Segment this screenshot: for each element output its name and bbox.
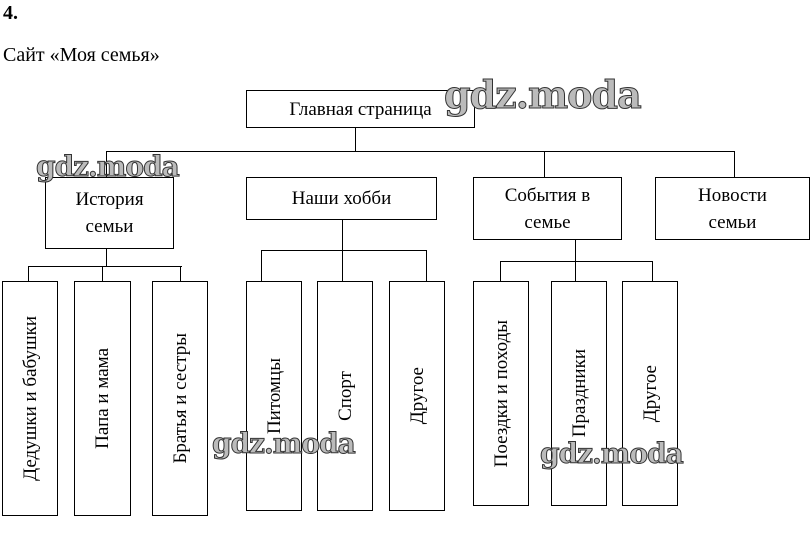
connector bbox=[342, 219, 343, 250]
connector bbox=[652, 261, 653, 281]
node-label: Папа и мама bbox=[92, 348, 113, 449]
connector bbox=[261, 250, 426, 251]
connector bbox=[180, 266, 181, 281]
node-label: Спорт bbox=[334, 371, 356, 421]
node-label: Братья и сестры bbox=[169, 333, 191, 464]
diagram-title: Сайт «Моя семья» bbox=[3, 44, 160, 66]
connector bbox=[102, 266, 103, 281]
connector bbox=[342, 250, 343, 281]
node-hobbies: Наши хобби bbox=[246, 177, 437, 220]
node-label: Праздники bbox=[568, 349, 590, 438]
watermark: gdz.moda bbox=[444, 72, 643, 118]
node-events-other: Другое bbox=[622, 281, 678, 506]
node-siblings: Братья и сестры bbox=[152, 281, 208, 516]
node-root: Главная страница bbox=[246, 90, 475, 128]
node-hobby-other: Другое bbox=[389, 281, 445, 511]
node-sport: Спорт bbox=[317, 281, 373, 511]
node-label: Поездки и походы bbox=[490, 319, 512, 468]
connector bbox=[28, 266, 29, 281]
watermark: gdz.moda bbox=[36, 150, 181, 184]
connector bbox=[106, 151, 734, 152]
connector bbox=[28, 266, 182, 267]
watermark: gdz.moda bbox=[212, 427, 357, 461]
connector bbox=[355, 127, 356, 151]
connector bbox=[261, 250, 262, 281]
node-label: Другое bbox=[639, 364, 661, 423]
node-grandparents: Дедушки и бабушки bbox=[2, 281, 58, 516]
node-parents: Папа и мама bbox=[74, 281, 131, 516]
connector bbox=[500, 261, 652, 262]
connector bbox=[106, 151, 107, 177]
node-family-history: История семьи bbox=[45, 177, 174, 249]
node-pets: Питомцы bbox=[246, 281, 302, 511]
connector bbox=[734, 151, 735, 177]
node-label: Питомцы bbox=[263, 357, 285, 435]
task-number: 4. bbox=[3, 2, 18, 24]
watermark: gdz.moda bbox=[540, 437, 685, 471]
connector bbox=[426, 250, 427, 281]
node-family-news: Новости семьи bbox=[655, 177, 810, 240]
connector bbox=[575, 261, 576, 281]
node-trips: Поездки и походы bbox=[473, 281, 529, 506]
connector bbox=[500, 261, 501, 281]
connector bbox=[106, 248, 107, 266]
connector bbox=[544, 151, 545, 177]
node-label: Дедушки и бабушки bbox=[19, 316, 41, 481]
node-holidays: Праздники bbox=[551, 281, 607, 506]
node-label: Другое bbox=[406, 367, 428, 425]
node-family-events: События в семье bbox=[473, 177, 622, 240]
connector bbox=[575, 239, 576, 261]
